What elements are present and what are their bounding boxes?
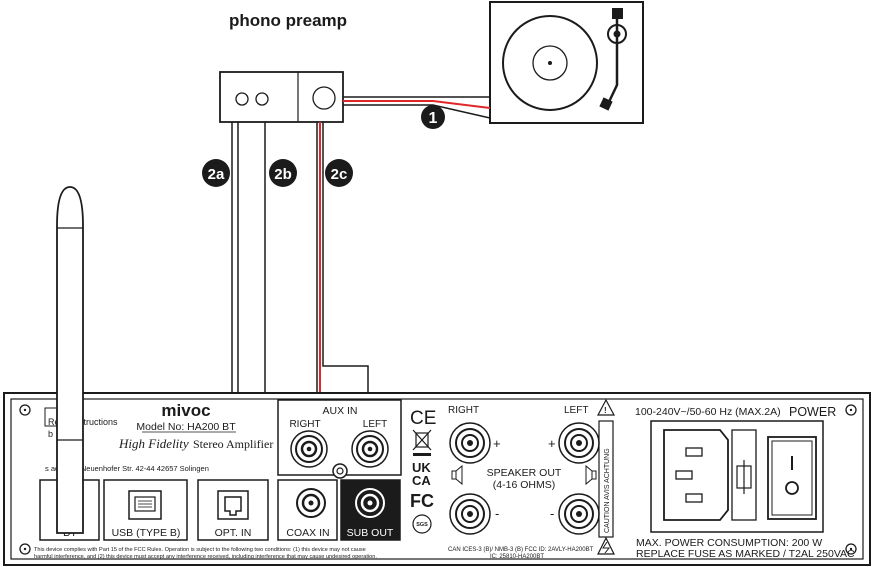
- cable-1: [343, 96, 491, 119]
- aux-in-title: AUX IN: [322, 405, 357, 417]
- max-power-consumption: MAX. POWER CONSUMPTION: 200 W: [636, 537, 822, 549]
- callout-2c-label: 2c: [331, 166, 348, 183]
- aux-in-left-label: LEFT: [363, 419, 387, 430]
- caution-block: ! CAUTION AVIS ACHTUNG: [597, 398, 615, 555]
- caution-vertical-text: CAUTION AVIS ACHTUNG: [604, 448, 611, 533]
- panel-inner: [10, 398, 864, 560]
- counterweight: [612, 8, 623, 19]
- shock-warning-icon: [597, 536, 615, 555]
- binding-post-left-plus: [558, 422, 600, 464]
- turntable: [489, 1, 644, 124]
- fcc-statement-1: This device complies with Part 15 of the…: [34, 547, 366, 553]
- iec-inlet: [663, 429, 729, 521]
- cert-marks: CE UK CA FC SGS: [410, 408, 436, 534]
- usb-port: USB (TYPE B): [103, 479, 188, 541]
- fuse-note: REPLACE FUSE AS MARKED / T2AL 250VAC: [636, 548, 855, 560]
- speaker-out-label: SPEAKER OUT: [487, 467, 562, 479]
- speaker-left-plus: +: [548, 436, 556, 451]
- binding-post-right-minus: [449, 493, 491, 535]
- power-section: 100-240V~/50-60 Hz (MAX.2A) POWER MAX. P…: [635, 405, 855, 560]
- coax-port: COAX IN: [277, 479, 338, 541]
- speaker-icon-right: [451, 464, 463, 486]
- speaker-ohms-label: (4-16 OHMS): [493, 479, 555, 491]
- tonearm: [599, 8, 627, 111]
- product-line-rest: Stereo Amplifier: [193, 437, 273, 451]
- product-line-italic: High Fidelity: [118, 436, 189, 451]
- aux-in-right-label: RIGHT: [289, 419, 320, 430]
- callout-1-label: 1: [429, 110, 438, 127]
- fcc-statement-2: harmful interference, and (2) this devic…: [34, 554, 377, 560]
- sgs-mark: SGS: [416, 522, 428, 528]
- ic-text: IC: 25810-HA200BT: [490, 554, 544, 560]
- power-switch[interactable]: [767, 436, 817, 520]
- preamp-knob: [312, 86, 336, 110]
- can-ices-text: CAN ICES-3 (B)/ NMB-3 (B) FCC ID: 2AVLY-…: [448, 547, 594, 553]
- callout-2b: 2b: [269, 159, 297, 187]
- preamp-jack-right: [255, 92, 269, 106]
- callout-2a: 2a: [202, 159, 230, 187]
- model-number: Model No: HA200 BT: [136, 421, 236, 433]
- fc-mark: FC: [410, 491, 434, 511]
- speaker-left-minus: -: [550, 506, 554, 521]
- callout-1: 1: [421, 105, 445, 129]
- ukca-mark-line-2: CA: [412, 473, 431, 488]
- speaker-right-plus: +: [493, 436, 501, 451]
- phono-preamp: [219, 71, 344, 123]
- headshell: [599, 97, 613, 111]
- svg-text:!: !: [604, 406, 607, 415]
- panel-screws: [19, 404, 857, 555]
- callout-2c: 2c: [325, 159, 353, 187]
- sub-out-label: SUB OUT: [347, 527, 394, 539]
- callout-2b-label: 2b: [274, 166, 292, 183]
- spindle: [548, 61, 552, 65]
- speaker-out: RIGHT LEFT: [448, 405, 600, 535]
- aux-in: AUX IN RIGHT LEFT: [277, 399, 402, 479]
- speaker-right-minus: -: [495, 506, 499, 521]
- phono-preamp-title: phono preamp: [229, 11, 347, 30]
- sgs-mark-circle: [412, 514, 432, 534]
- manual-note-2: b: [48, 429, 53, 439]
- bluetooth-antenna: [56, 186, 84, 534]
- sub-out-port: SUB OUT: [340, 479, 401, 541]
- ce-mark: CE: [410, 408, 436, 429]
- coax-port-label: COAX IN: [286, 527, 329, 539]
- speaker-icon-left: [585, 464, 597, 486]
- manufacturer-address: s ade e.K. Neuenhofer Str. 42-44 42657 S…: [45, 464, 209, 473]
- binding-post-left-minus: [558, 493, 600, 535]
- speaker-right-label: RIGHT: [448, 405, 479, 416]
- power-rating: 100-240V~/50-60 Hz (MAX.2A): [635, 406, 781, 418]
- warning-icon: [597, 398, 615, 416]
- weee-bin-icon: [412, 429, 432, 456]
- ukca-mark-line-1: UK: [412, 460, 431, 475]
- amplifier-rear-panel: Read instructions b mivoc Model No: HA20…: [3, 392, 871, 566]
- power-title: POWER: [789, 405, 836, 419]
- brand-logo: mivoc: [161, 401, 210, 420]
- callout-2a-label: 2a: [208, 166, 225, 183]
- speaker-left-label: LEFT: [564, 405, 588, 416]
- antenna-body: [56, 186, 84, 534]
- optical-port: OPT. IN: [197, 479, 269, 541]
- binding-post-right-plus: [449, 422, 491, 464]
- preamp-jack-left: [235, 92, 249, 106]
- optical-port-label: OPT. IN: [215, 527, 252, 539]
- usb-port-label: USB (TYPE B): [112, 527, 181, 539]
